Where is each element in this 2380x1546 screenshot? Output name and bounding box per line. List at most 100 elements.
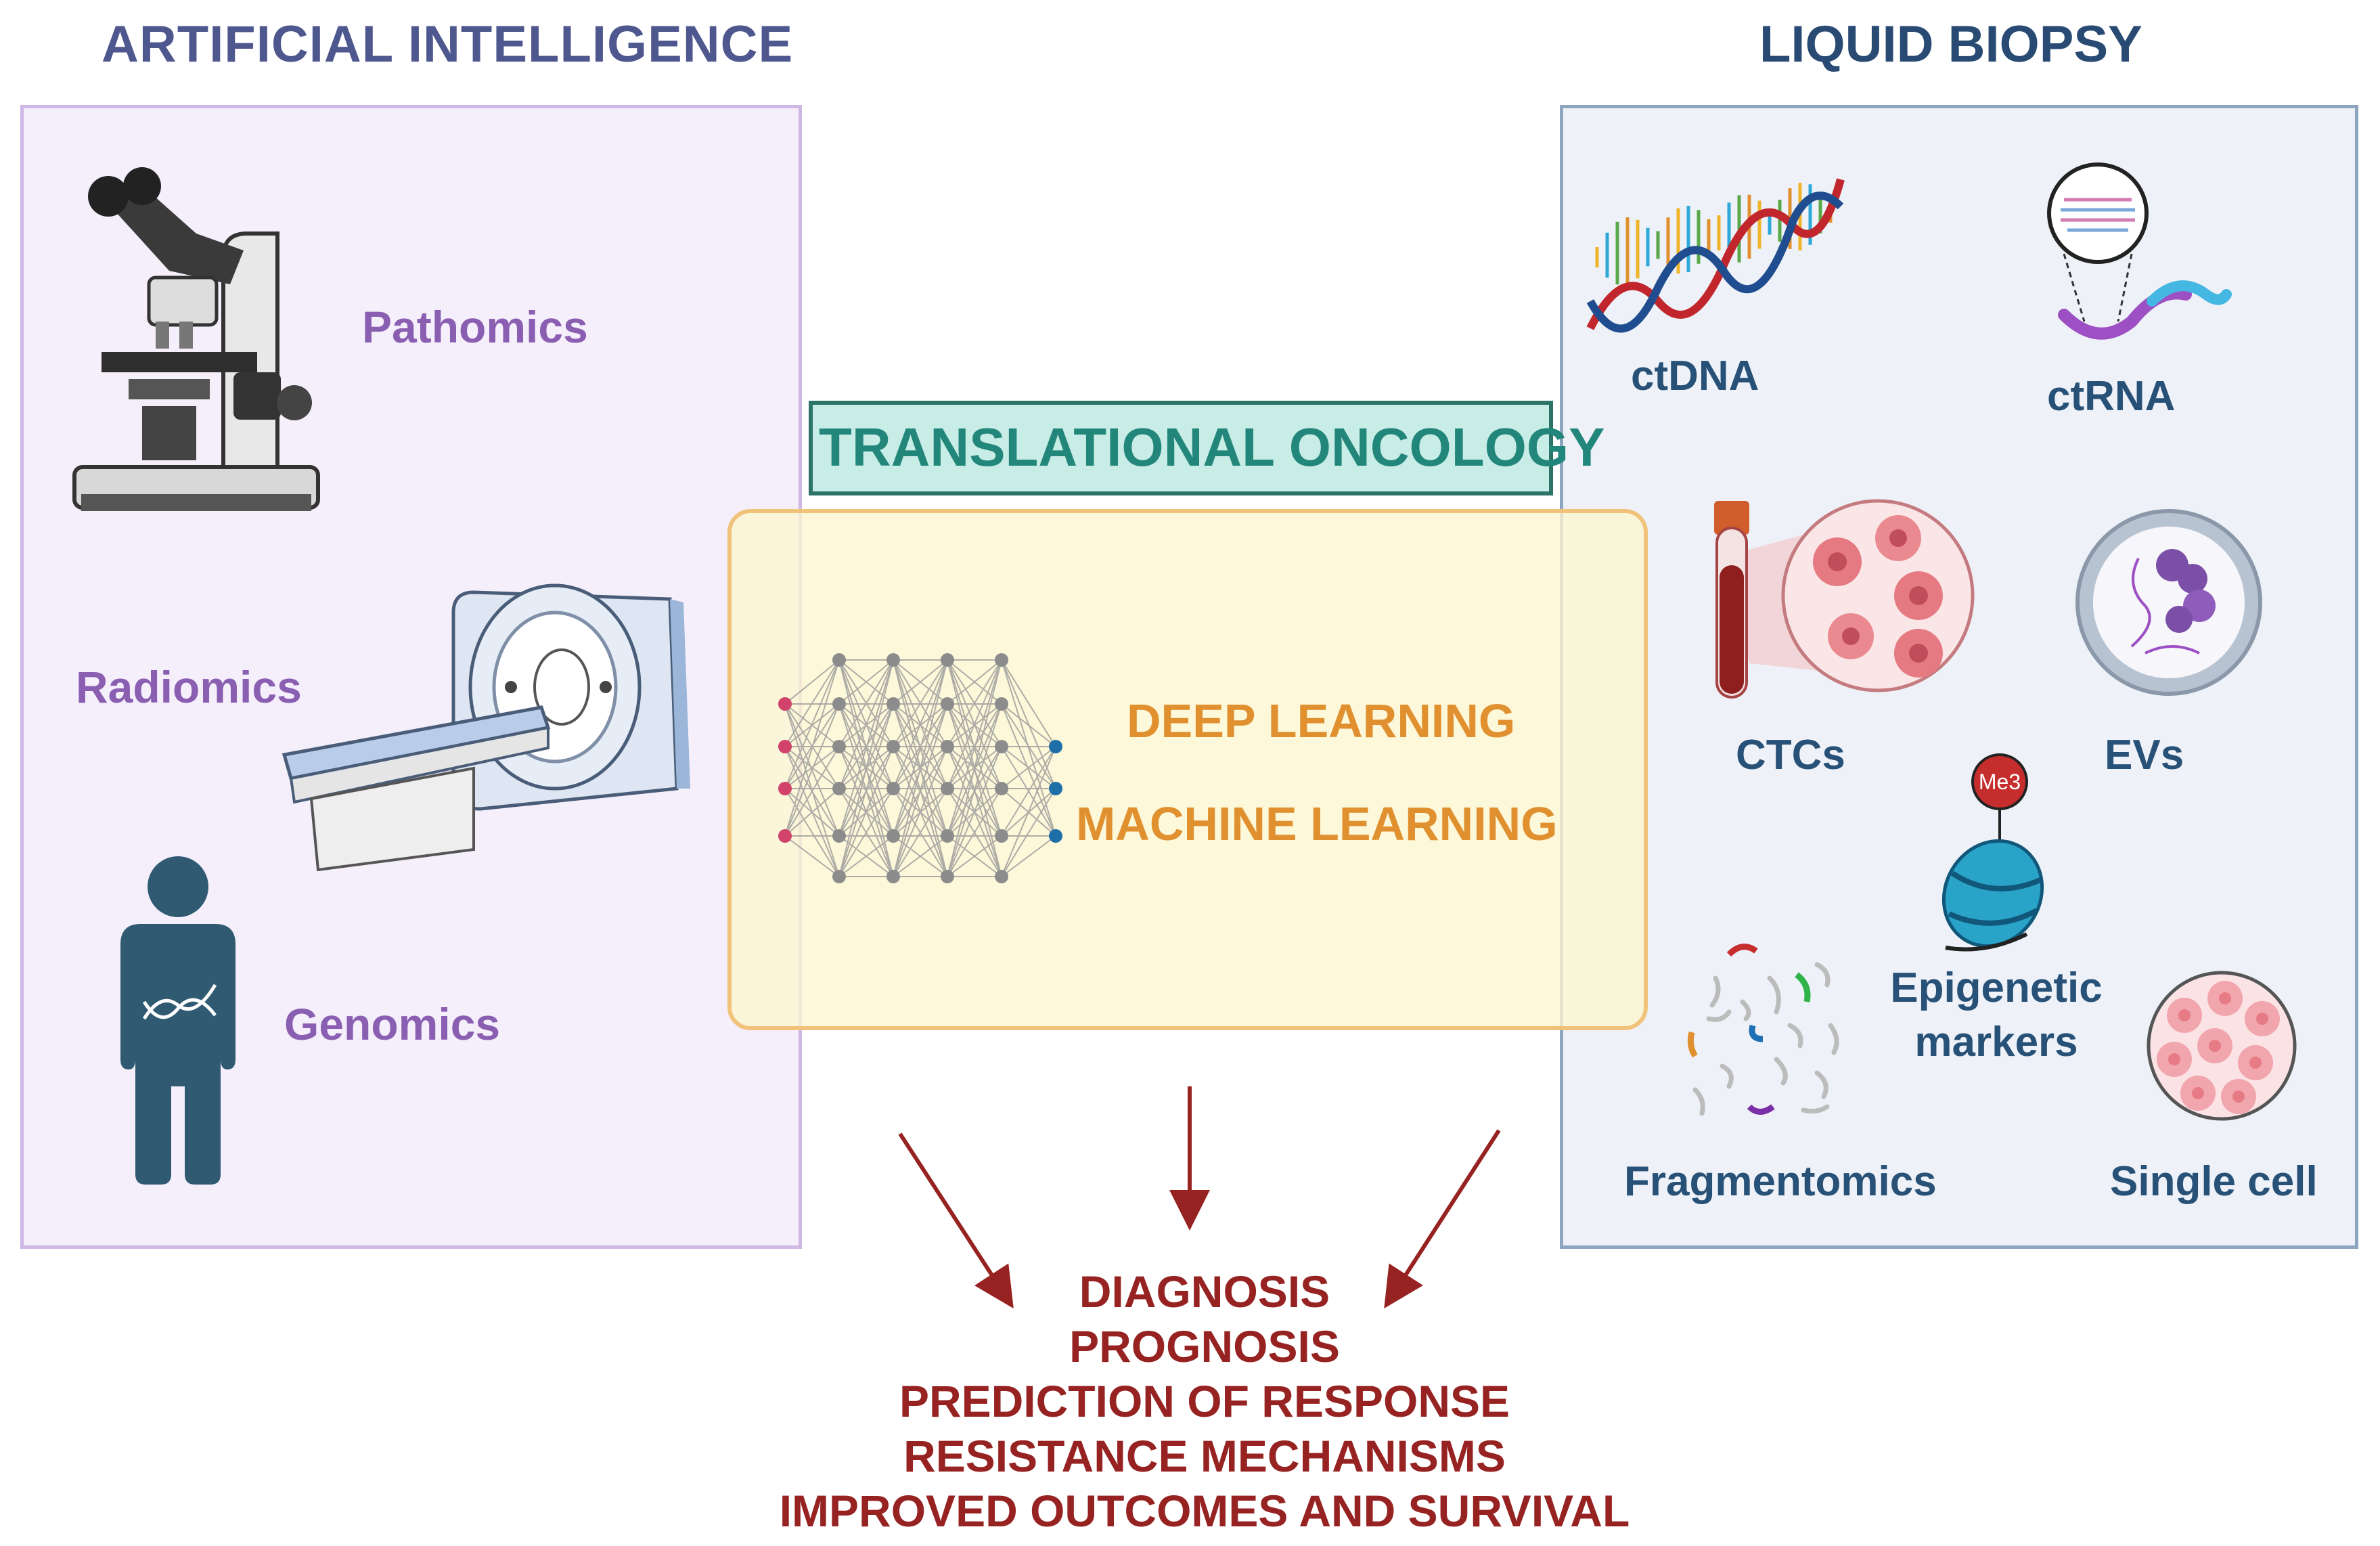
- nn-connection: [947, 659, 1002, 837]
- nn-connection: [838, 835, 894, 877]
- nn-connection: [784, 746, 840, 789]
- outcome-survival: IMPROVED OUTCOMES AND SURVIVAL: [779, 1486, 1630, 1536]
- single-cell-icon: [2147, 971, 2297, 1121]
- me3-label: Me3: [1979, 770, 2021, 794]
- nn-node: [832, 782, 846, 795]
- outcomes-list: DIAGNOSIS PROGNOSIS PREDICTION OF RESPON…: [677, 1264, 1732, 1539]
- outcome-prognosis: PROGNOSIS: [1069, 1321, 1340, 1371]
- ctcs-label: CTCs: [1736, 732, 1845, 778]
- nn-connection: [1001, 835, 1056, 877]
- nn-connection: [1001, 659, 1056, 747]
- nn-node: [941, 782, 954, 795]
- fragmentomics-label: Fragmentomics: [1624, 1158, 1937, 1205]
- nn-connection: [1001, 746, 1056, 837]
- nn-connection: [838, 659, 894, 789]
- nn-connection: [893, 746, 948, 877]
- ctrna-label: ctRNA: [2047, 373, 2176, 420]
- nn-connection: [784, 659, 840, 705]
- nn-connection: [893, 659, 948, 877]
- nn-node: [995, 740, 1008, 753]
- nn-node: [995, 870, 1008, 883]
- vesicle-icon: [2075, 509, 2262, 696]
- nn-connection: [838, 659, 894, 705]
- nn-connection: [893, 659, 948, 837]
- nn-connection: [838, 659, 894, 747]
- nn-connection: [784, 835, 840, 877]
- nn-node: [832, 870, 846, 883]
- nn-node: [1049, 829, 1062, 843]
- nn-connection: [947, 659, 1002, 747]
- nn-connection: [784, 659, 840, 789]
- nn-node: [995, 829, 1008, 843]
- nn-node: [778, 782, 792, 795]
- nn-node: [778, 740, 792, 753]
- nn-connection: [1001, 703, 1056, 837]
- genomics-label: Genomics: [284, 999, 501, 1049]
- nn-connection: [838, 703, 894, 877]
- radiomics-label: Radiomics: [76, 662, 302, 712]
- nn-node: [941, 870, 954, 883]
- nn-connection: [838, 659, 894, 877]
- nn-connection: [784, 659, 840, 837]
- nucleosome-icon: Me3: [1941, 753, 2044, 952]
- nn-node: [778, 697, 792, 711]
- nn-connection: [893, 788, 948, 877]
- nn-connection: [1001, 659, 1056, 837]
- nn-node: [832, 740, 846, 753]
- evs-label: EVs: [2105, 732, 2184, 778]
- nn-node: [941, 653, 954, 667]
- rna-icon: [2047, 162, 2232, 340]
- deep-learning-label: DEEP LEARNING: [1127, 694, 1516, 747]
- nn-connection: [893, 659, 948, 747]
- liquid-biopsy-title: LIQUID BIOPSY: [1759, 16, 2142, 73]
- nn-connection: [947, 788, 1002, 877]
- fragments-icon: [1687, 944, 1839, 1116]
- neural-network-icon: [778, 653, 1062, 883]
- nn-connection: [947, 659, 1002, 789]
- nn-node: [995, 653, 1008, 667]
- nn-node: [886, 653, 900, 667]
- nn-connection: [947, 703, 1002, 877]
- nn-connection: [784, 788, 840, 877]
- nn-node: [886, 740, 900, 753]
- microscope-icon: [72, 167, 320, 511]
- nn-node: [995, 782, 1008, 795]
- nn-node: [832, 697, 846, 711]
- translational-oncology-box: [809, 401, 1553, 495]
- dna-helix-icon: [1586, 178, 1845, 333]
- person-dna-icon: [120, 856, 235, 1185]
- pathomics-label: Pathomics: [362, 302, 588, 352]
- nn-connection: [947, 659, 1002, 877]
- nn-connection: [893, 703, 948, 877]
- nn-connection: [838, 659, 894, 837]
- nn-connection: [784, 703, 840, 837]
- arrow-right: [1384, 1129, 1501, 1309]
- translational-oncology-title: TRANSLATIONAL ONCOLOGY: [819, 417, 1605, 477]
- nn-connection: [893, 835, 948, 877]
- nn-connection: [947, 835, 1002, 877]
- nn-connection: [838, 788, 894, 877]
- outcome-diagnosis: DIAGNOSIS: [1079, 1266, 1330, 1317]
- nn-node: [832, 829, 846, 843]
- epigenetic-markers-text: Epigenetic markers: [1890, 965, 2103, 1065]
- ctdna-label: ctDNA: [1631, 353, 1759, 399]
- nn-node: [778, 829, 792, 843]
- nn-node: [832, 653, 846, 667]
- nn-node: [886, 870, 900, 883]
- nn-connection: [1001, 788, 1056, 877]
- nn-node: [886, 697, 900, 711]
- nn-node: [1049, 782, 1062, 795]
- arrow-left: [898, 1132, 1014, 1309]
- nn-node: [941, 829, 954, 843]
- nn-connection: [784, 659, 840, 747]
- nn-connection: [947, 659, 1002, 705]
- nn-node: [886, 782, 900, 795]
- outcome-prediction: PREDICTION OF RESPONSE: [899, 1376, 1510, 1426]
- ai-title: ARTIFICIAL INTELLIGENCE: [102, 16, 794, 73]
- nn-connection: [1001, 746, 1056, 877]
- nn-node: [1049, 740, 1062, 753]
- nn-node: [941, 740, 954, 753]
- nn-node: [941, 697, 954, 711]
- cells-icon: [1813, 515, 1943, 678]
